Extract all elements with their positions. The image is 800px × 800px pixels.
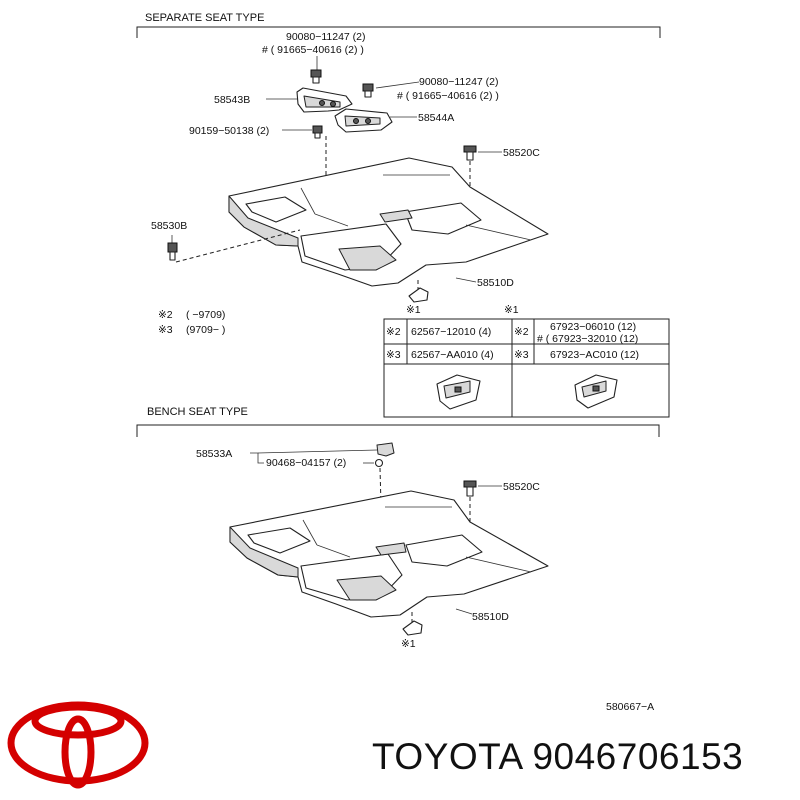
bolt-icon [312, 125, 323, 139]
label-58530B: 58530B [151, 220, 187, 232]
label-91665-40616-a: # ( 91665−40616 (2) ) [262, 44, 364, 56]
table-part-row1-right-1: 67923−06010 (12) [550, 321, 636, 333]
note-star2-range: ( −9709) [186, 309, 225, 321]
label-58543B: 58543B [214, 94, 250, 106]
section-title-bench-seat: BENCH SEAT TYPE [147, 406, 248, 418]
clip-icon [167, 242, 178, 261]
brand-name: TOYOTA [372, 736, 522, 777]
section-bracket-bench [136, 424, 660, 437]
label-90159-50138: 90159−50138 (2) [189, 125, 269, 137]
floor-carpet-separate-seat [228, 157, 549, 287]
brand-line: TOYOTA 9046706153 [372, 736, 743, 778]
note-star3-mark: ※3 [158, 324, 173, 336]
clip-icon [574, 374, 618, 409]
part-number: 9046706153 [532, 736, 744, 777]
label-90080-11247-b: 90080−11247 (2) [419, 76, 499, 88]
clip-icon [463, 145, 477, 161]
label-star1-a-right: ※1 [504, 304, 519, 316]
screw-icon [374, 458, 384, 468]
toyota-logo [7, 701, 149, 789]
bolt-icon [362, 83, 374, 98]
clip-icon [402, 620, 423, 636]
table-mark-row2-left: ※3 [386, 349, 401, 361]
label-star1-b: ※1 [401, 638, 416, 650]
bracket-58544A [334, 108, 393, 133]
label-58510D-b: 58510D [472, 611, 509, 623]
section-bracket-separate [136, 26, 661, 38]
table-mark-row1-right: ※2 [514, 326, 529, 338]
label-58544A: 58544A [418, 112, 454, 124]
label-star1-a: ※1 [406, 304, 421, 316]
label-90468-04157: 90468−04157 (2) [266, 457, 346, 469]
floor-carpet-bench-seat [229, 490, 549, 618]
note-star2-mark: ※2 [158, 309, 173, 321]
clip-icon [463, 480, 477, 497]
label-90080-11247-a: 90080−11247 (2) [286, 31, 366, 43]
clip-icon [408, 287, 429, 303]
label-58520C-b: 58520C [503, 481, 540, 493]
table-part-row2-right: 67923−AC010 (12) [550, 349, 639, 361]
table-part-row1-right-2: # ( 67923−32010 (12) [537, 333, 638, 345]
bolt-icon [310, 69, 322, 84]
bracket-58543B [296, 87, 353, 113]
note-star3-range: (9709− ) [186, 324, 225, 336]
table-mark-row1-left: ※2 [386, 326, 401, 338]
label-58533A: 58533A [196, 448, 232, 460]
label-58520C-a: 58520C [503, 147, 540, 159]
figure-code: 580667−A [606, 701, 654, 713]
label-58510D-a: 58510D [477, 277, 514, 289]
table-part-row2-left: 62567−AA010 (4) [411, 349, 494, 361]
clip-table: ※2 62567−12010 (4) ※2 67923−06010 (12) #… [383, 318, 670, 418]
table-mark-row2-right: ※3 [514, 349, 529, 361]
label-91665-40616-b: # ( 91665−40616 (2) ) [397, 90, 499, 102]
section-title-separate-seat: SEPARATE SEAT TYPE [145, 12, 264, 24]
table-part-row1-left: 62567−12010 (4) [411, 326, 491, 338]
trim-piece-58533A [376, 442, 395, 457]
clip-icon [436, 374, 481, 410]
